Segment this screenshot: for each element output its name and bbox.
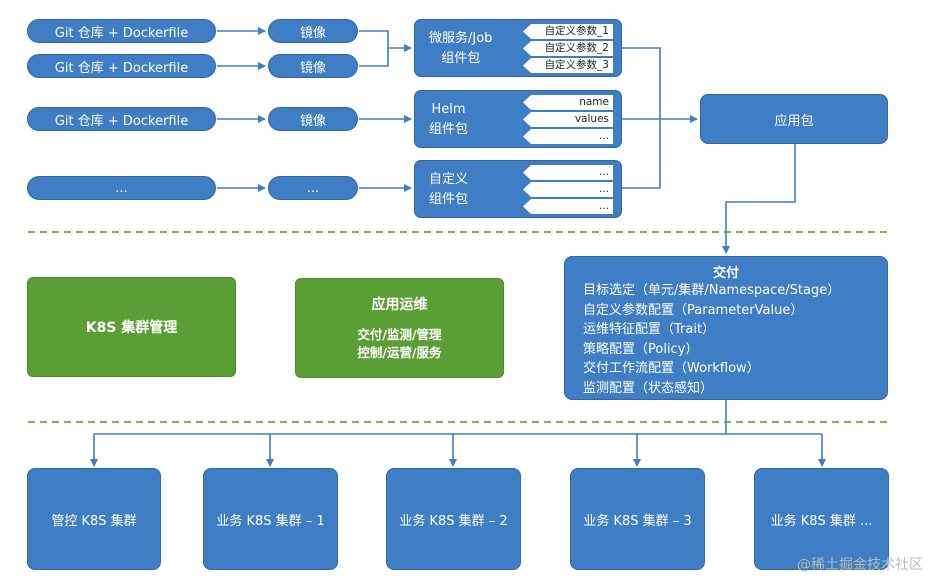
param-tag: ... [523,129,613,144]
arrow-comp3-app [622,119,661,189]
param-tag: ... [523,199,613,214]
component-package-microservice: 微服务/Job 组件包 自定义参数_1 自定义参数_2 自定义参数_3 [414,19,622,77]
arrow-app-delivery [722,144,796,254]
git-repo-label: ... [115,180,128,196]
cluster-box-business-1: 业务 K8S 集群 – 1 [203,468,338,570]
cluster-label: 管控 K8S 集群 [51,513,137,529]
cluster-box-business-more: 业务 K8S 集群 ... [754,468,889,570]
watermark: @稀土掘金技术社区 [797,557,923,573]
image-label: ... [306,180,320,196]
arrow-comp1-app [622,47,661,119]
component-title: 微服务/Job 组件包 [429,31,493,66]
k8s-management-label: K8S 集群管理 [85,320,178,336]
cluster-box-control: 管控 K8S 集群 [27,468,161,570]
delivery-title: 交付 [712,266,739,281]
param-tag: ... [523,182,613,197]
app-package-box: 应用包 [700,94,888,144]
image-label: 镜像 [299,25,326,41]
delivery-item: 监测配置（状态感知） [583,380,714,396]
image-label: 镜像 [299,60,326,76]
cluster-label: 业务 K8S 集群 – 2 [399,513,508,529]
git-repo-box-1: Git 仓库 + Dockerfile [27,19,216,43]
param-tag: 自定义参数_1 [523,24,613,39]
app-ops-line: 控制/运营/服务 [357,345,442,360]
cluster-label: 业务 K8S 集群 – 1 [216,513,325,529]
image-box-2: 镜像 [268,54,358,78]
git-repo-box-4: ... [27,176,216,200]
app-ops-line: 交付/监测/管理 [357,327,442,342]
delivery-item: 运维特征配置（Trait） [583,322,716,337]
cluster-label: 业务 K8S 集群 ... [770,513,873,529]
git-repo-box-2: Git 仓库 + Dockerfile [27,54,216,78]
git-repo-label: Git 仓库 + Dockerfile [54,25,189,41]
param-list: name values ... [523,95,613,146]
delivery-item: 自定义参数配置（ParameterValue） [583,302,804,318]
delivery-item: 交付工作流配置（Workflow） [583,361,760,376]
delivery-item: 策略配置（Policy） [583,341,699,357]
cluster-box-business-2: 业务 K8S 集群 – 2 [386,468,521,570]
arrow-image1-comp1 [359,30,412,52]
app-ops-box: 应用运维 交付/监测/管理 控制/运营/服务 [295,278,504,378]
param-tag: values [523,112,613,127]
cluster-label: 业务 K8S 集群 – 3 [583,513,692,529]
component-package-helm: Helm 组件包 name values ... [414,90,622,148]
param-tag: 自定义参数_2 [523,41,613,56]
component-title: 自定义 组件包 [429,172,469,207]
image-label: 镜像 [299,113,326,129]
image-box-3: 镜像 [268,107,358,131]
image-box-4: ... [268,176,358,200]
param-tag: ... [523,165,613,180]
param-tag: name [523,95,613,110]
app-ops-title: 应用运维 [371,297,428,313]
git-repo-label: Git 仓库 + Dockerfile [54,60,189,76]
cluster-box-business-3: 业务 K8S 集群 – 3 [570,468,705,570]
param-list: 自定义参数_1 自定义参数_2 自定义参数_3 [523,24,613,75]
component-title: Helm 组件包 [429,102,469,137]
image-box-1: 镜像 [268,19,358,43]
arrow-image2-comp1 [359,48,389,67]
k8s-cluster-management-box: K8S 集群管理 [27,277,236,377]
git-repo-box-3: Git 仓库 + Dockerfile [27,107,216,131]
app-package-label: 应用包 [774,113,814,129]
delivery-item: 目标选定（单元/集群/Namespace/Stage） [583,283,841,298]
delivery-box: 交付 目标选定（单元/集群/Namespace/Stage） 自定义参数配置（P… [564,256,888,400]
param-tag: 自定义参数_3 [523,58,613,73]
git-repo-label: Git 仓库 + Dockerfile [54,113,189,129]
param-list: ... ... ... [523,165,613,216]
component-package-custom: 自定义 组件包 ... ... ... [414,160,622,218]
